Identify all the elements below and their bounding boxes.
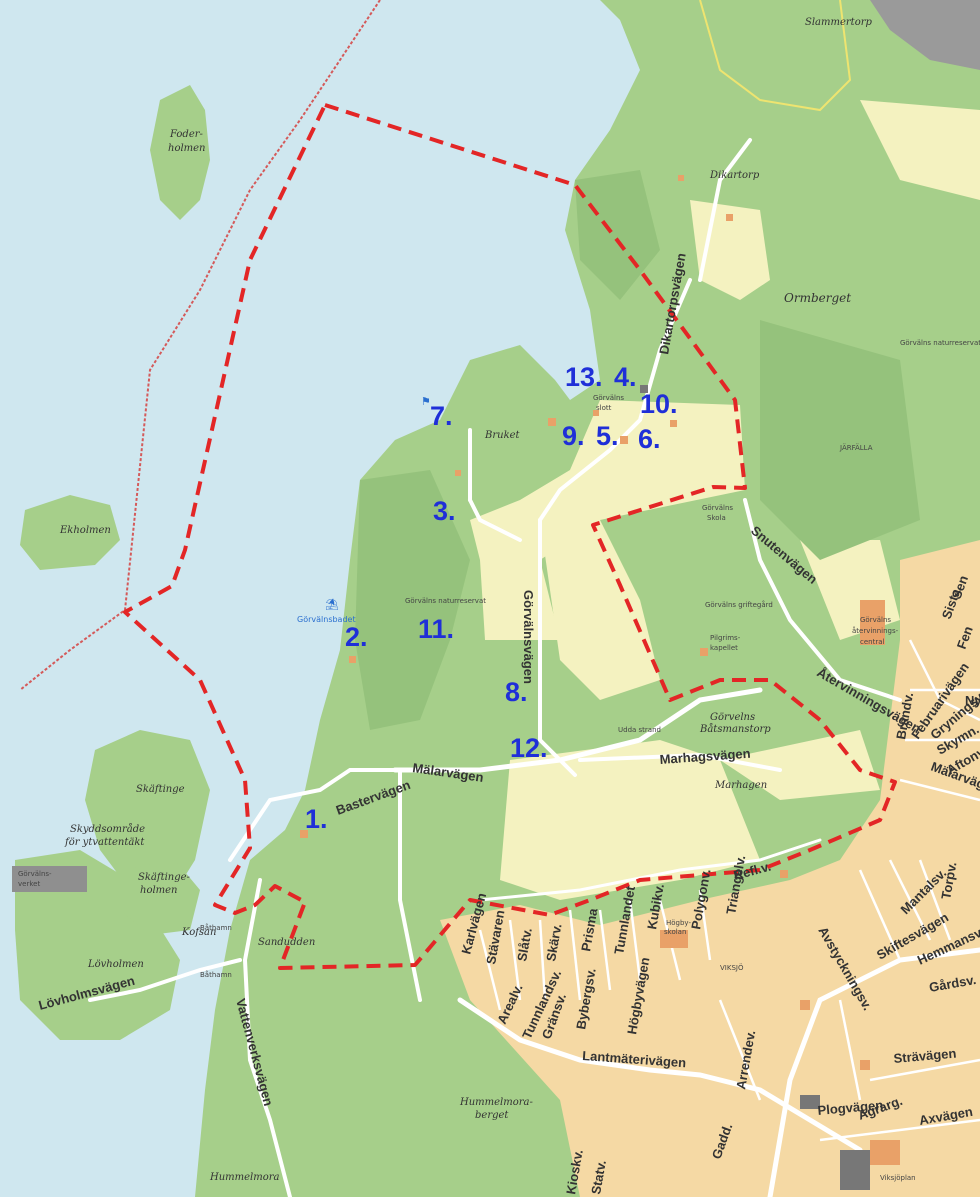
label-hummelmoraberget-1: Hummelmora- <box>459 1097 533 1108</box>
bath-icon: ⛱ <box>325 598 339 611</box>
label-viksjoplan: Viksjöplan <box>880 1174 916 1182</box>
label-batsmanstorp-2: Båtsmanstorp <box>699 723 771 735</box>
road-fen: Fen <box>954 624 976 651</box>
label-kofsan: Kofsan <box>181 927 216 938</box>
label-hogbyskolan-1: Högby- <box>666 919 691 927</box>
label-skaftingeholmen-2: holmen <box>140 885 178 896</box>
label-bathamn-2: Båthamn <box>200 970 232 979</box>
label-dikartorp: Dikartorp <box>709 170 760 181</box>
road-torpv: Torpv. <box>938 861 959 901</box>
marker-5[interactable]: 5. <box>596 421 619 451</box>
flag-icon: ⚑ <box>421 395 431 408</box>
road-gorvalnsvagen: Görvälnsvägen <box>521 590 536 684</box>
road-statv: Statv. <box>588 1159 609 1196</box>
label-marhagen: Marhagen <box>714 780 767 791</box>
label-griftegard: Görvälns griftegård <box>705 600 773 609</box>
waterworks-building <box>12 866 87 892</box>
label-ekholmen: Ekholmen <box>59 525 111 536</box>
label-gorvalnsverket-2: verket <box>18 880 40 888</box>
label-naturreservat-2: Görvälns naturreservat <box>900 339 980 347</box>
label-hogbyskolan-2: skolan <box>664 928 686 936</box>
island-ekholmen <box>20 495 120 570</box>
road-slatv: Slåtv. <box>514 927 535 963</box>
label-slott-2: slott <box>596 404 612 412</box>
label-udda-strand: Udda strand <box>618 726 661 734</box>
label-atervinning-1: Görvälns <box>860 616 891 624</box>
marker-1[interactable]: 1. <box>305 804 328 834</box>
label-gorvalnsverket-1: Görvälns- <box>18 870 52 878</box>
label-gorvalnsbadet: Görvälnsbadet <box>297 615 356 624</box>
municipal-border <box>19 0 381 691</box>
urban-streets <box>478 639 980 1142</box>
label-skola-2: Skola <box>707 514 726 522</box>
label-atervinning-2: återvinnings- <box>852 626 899 635</box>
marker-3[interactable]: 3. <box>433 496 456 526</box>
label-jarfalla: JÄRFÄLLA <box>839 443 873 452</box>
island-skaftinge <box>85 730 210 900</box>
label-hummelmora: Hummelmora <box>209 1172 280 1183</box>
buildings <box>300 175 900 1165</box>
marker-6[interactable]: 6. <box>638 424 661 454</box>
urban-area <box>440 540 980 1197</box>
island-skaftingeholmen <box>120 860 200 935</box>
label-foderholmen-1: Foder- <box>169 129 204 140</box>
road-stravagen: Strävägen <box>893 1046 957 1066</box>
label-skyddsomrade-2: för ytvattentäkt <box>64 837 145 848</box>
marker-10[interactable]: 10. <box>640 389 678 419</box>
label-bruket: Bruket <box>484 430 521 441</box>
road-plogvagen: Plogvägen <box>817 1097 884 1118</box>
label-skaftinge: Skäftinge <box>136 784 185 795</box>
dark-buildings <box>640 385 870 1190</box>
road-marhagsvagen: Marhagsvägen <box>659 746 751 767</box>
marker-9[interactable]: 9. <box>562 421 585 451</box>
label-pilgrims-2: kapellet <box>710 644 738 652</box>
gravel-area <box>870 0 980 70</box>
municipal-border-yellow <box>699 0 852 112</box>
road-skarv: Skärv. <box>543 922 564 962</box>
road-ny: Ny <box>965 693 980 708</box>
label-lovholmen: Lövholmen <box>87 959 144 970</box>
marker-8[interactable]: 8. <box>505 677 528 707</box>
marker-7[interactable]: 7. <box>430 401 453 431</box>
marker-13[interactable]: 13. <box>565 362 603 392</box>
label-bathamn-1: Båthamn <box>200 923 232 932</box>
label-ormberget: Ormberget <box>784 291 851 305</box>
marker-4[interactable]: 4. <box>614 362 637 392</box>
label-skyddsomrade-1: Skyddsområde <box>70 823 145 835</box>
reserve-boundary <box>123 103 897 970</box>
label-naturreservat: Görvälns naturreservat <box>405 597 486 605</box>
label-atervinning-3: central <box>860 638 885 646</box>
label-slammertorp: Slammertorp <box>805 17 872 28</box>
label-skaftingeholmen-1: Skäftinge- <box>138 872 191 883</box>
label-pilgrims-1: Pilgrims- <box>710 634 741 642</box>
label-sandudden: Sandudden <box>258 937 315 948</box>
marker-2[interactable]: 2. <box>345 622 368 652</box>
label-hummelmoraberget-2: berget <box>475 1110 509 1121</box>
forest-dark-patches <box>355 170 920 730</box>
road-lantmaterivagen: Lantmäterivägen <box>582 1048 687 1070</box>
marker-12[interactable]: 12. <box>510 733 548 763</box>
label-viksjo: VIKSJÖ <box>720 963 744 972</box>
label-batsmanstorp-1: Görvelns <box>710 712 755 723</box>
roads <box>88 138 980 1197</box>
label-skola-1: Görvälns <box>702 504 733 512</box>
label-slott-1: Görvälns <box>593 394 624 402</box>
label-foderholmen-2: holmen <box>168 143 206 154</box>
marker-11[interactable]: 11. <box>418 614 454 644</box>
island-foderholmen <box>150 85 210 220</box>
